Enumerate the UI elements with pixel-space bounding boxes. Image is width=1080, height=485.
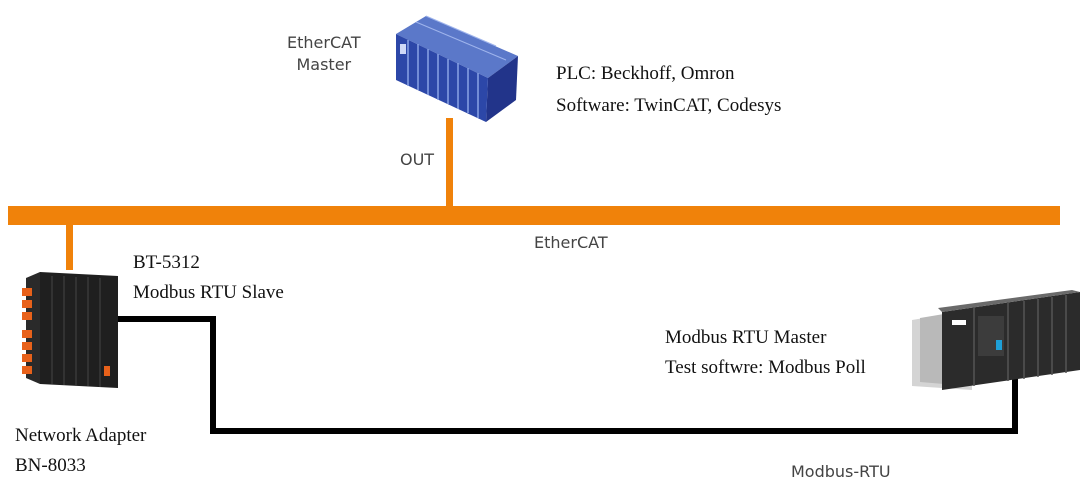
rtu-master-label-line1: Modbus RTU Master [665, 327, 827, 348]
slave-label-line1: BT-5312 [133, 252, 200, 273]
master-label-line2: Master [296, 55, 352, 74]
adapter-drop-cable [66, 222, 73, 270]
slave-label: BT-5312 Modbus RTU Slave [133, 248, 284, 308]
plc-info-line2: Software: TwinCAT, Codesys [556, 95, 782, 116]
master-label-line1: EtherCAT [287, 33, 361, 52]
bus-label: EtherCAT [534, 233, 608, 252]
network-adapter-icon [22, 272, 118, 388]
plc-info-line1: PLC: Beckhoff, Omron [556, 63, 735, 84]
rtu-master-plc-icon [912, 290, 1080, 390]
master-label: EtherCAT Master [287, 32, 361, 76]
adapter-label-line1: Network Adapter [15, 425, 147, 446]
master-out-cable [446, 118, 453, 210]
slave-label-line2: Modbus RTU Slave [133, 282, 284, 303]
rtu-master-label: Modbus RTU Master Test softwre: Modbus P… [665, 323, 866, 383]
rtu-master-label-line2: Test softwre: Modbus Poll [665, 357, 866, 378]
adapter-label-line2: BN-8033 [15, 455, 86, 476]
rtu-label: Modbus-RTU [791, 462, 891, 481]
plc-device-icon [396, 15, 518, 122]
plc-info: PLC: Beckhoff, Omron Software: TwinCAT, … [556, 58, 781, 122]
ethercat-bus [8, 206, 1060, 225]
out-label: OUT [400, 150, 435, 169]
adapter-label: Network Adapter BN-8033 [15, 421, 146, 481]
